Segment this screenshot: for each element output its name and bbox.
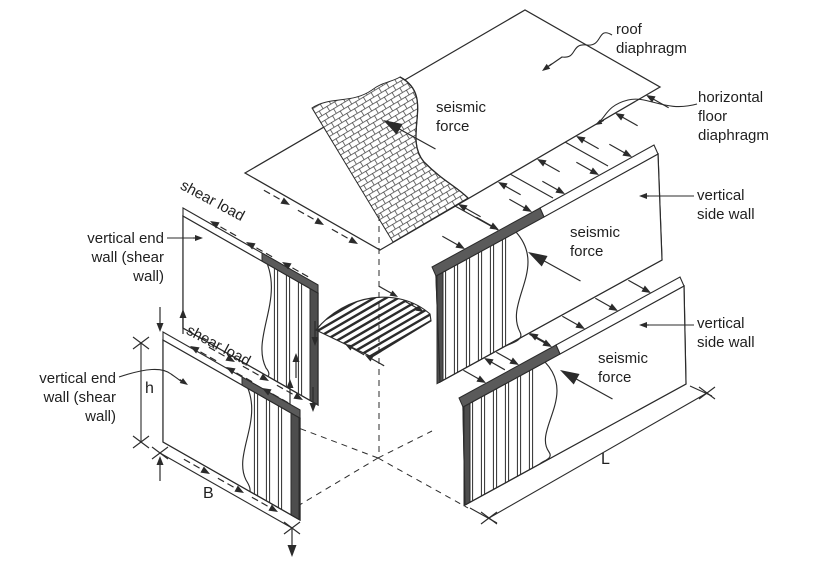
label-dim-B: B xyxy=(203,485,214,502)
label-roof-diaphragm: roof diaphragm xyxy=(616,21,687,57)
label-leaders xyxy=(118,32,698,385)
floor-framing-fragment xyxy=(315,285,432,367)
roof-shingle-hatch xyxy=(311,76,469,243)
label-vertical-end-wall-upper: vertical end wall (shear wall) xyxy=(87,230,164,285)
vertical-end-wall-upper xyxy=(182,207,319,407)
label-dim-h: h xyxy=(145,380,154,397)
vertical-side-wall-lower xyxy=(458,276,687,507)
label-seismic-force-roof: seismic force xyxy=(436,99,487,135)
label-vertical-end-wall-lower: vertical end wall (shear wall) xyxy=(39,370,116,425)
label-seismic-force-upper: seismic force xyxy=(570,224,621,260)
projection-lines xyxy=(287,215,469,511)
roof-diaphragm-surface xyxy=(243,9,662,251)
distributed-force-arrows xyxy=(442,95,669,383)
vertical-side-wall-upper xyxy=(431,144,663,385)
label-horizontal-floor-diaphragm: horizontal floor diaphragm xyxy=(698,89,769,144)
label-dim-L: L xyxy=(601,451,610,468)
shear-load-arrows xyxy=(183,189,358,512)
label-vertical-side-wall-lower: vertical side wall xyxy=(697,315,755,351)
seismic-force-arrows xyxy=(383,120,613,400)
vertical-end-wall-lower xyxy=(162,331,301,522)
dimension-lines xyxy=(132,336,716,535)
label-vertical-side-wall-upper: vertical side wall xyxy=(697,187,755,223)
label-seismic-force-lower: seismic force xyxy=(598,350,649,386)
overturning-arrows xyxy=(156,307,319,557)
